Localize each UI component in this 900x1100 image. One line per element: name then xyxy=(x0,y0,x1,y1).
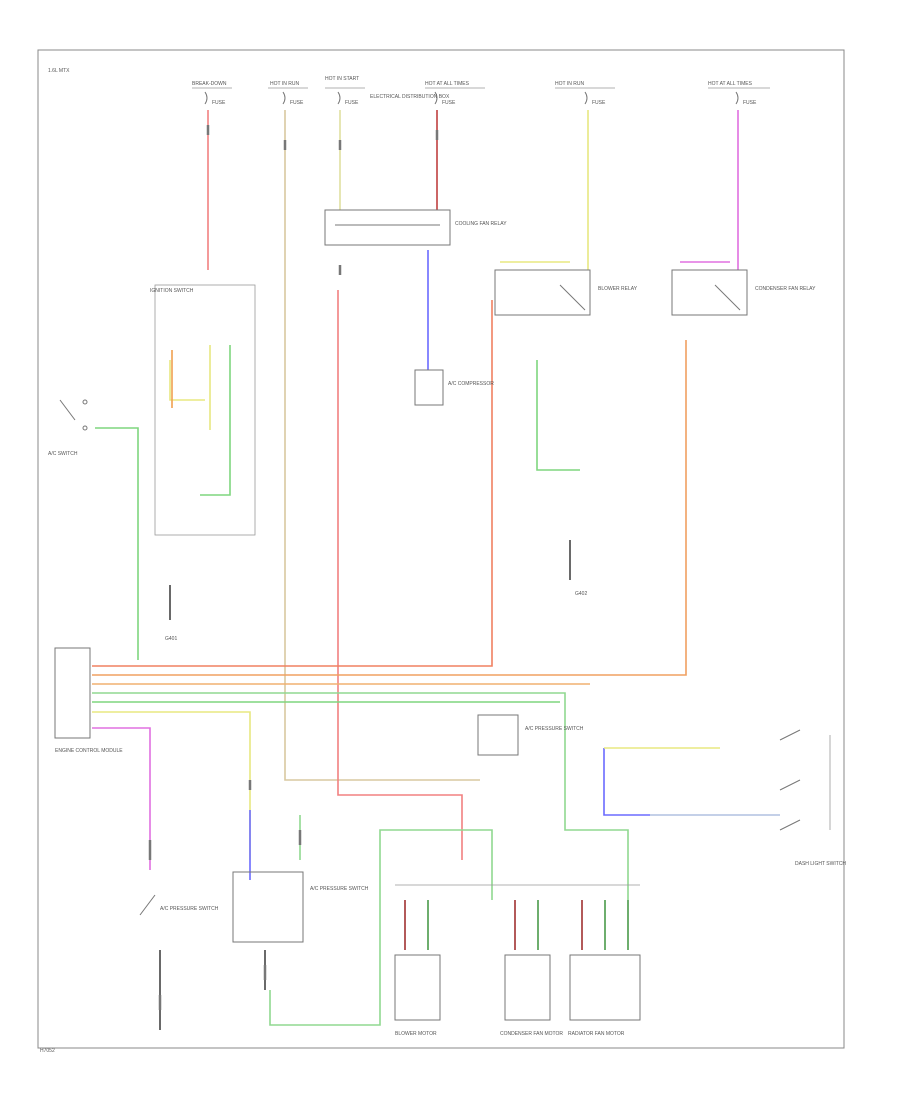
svg-text:HOT IN START: HOT IN START xyxy=(325,76,359,82)
svg-text:IGNITION SWITCH: IGNITION SWITCH xyxy=(150,288,194,294)
wires xyxy=(92,110,780,1030)
fuse-3: FUSE xyxy=(337,91,359,106)
power-labels: BREAK-DOWN HOT IN RUN HOT IN START HOT A… xyxy=(192,76,770,89)
ac-pressure-switch: A/C PRESSURE SWITCH xyxy=(477,714,584,756)
fuse-row: FUSE FUSE FUSE FUSE FUSE FUSE ELECTRICAL… xyxy=(204,91,757,106)
svg-text:HOT AT ALL TIMES: HOT AT ALL TIMES xyxy=(708,81,753,87)
ac-switch: A/C SWITCH xyxy=(48,399,88,457)
svg-text:BREAK-DOWN: BREAK-DOWN xyxy=(192,81,227,87)
wire-red-center xyxy=(337,290,463,860)
svg-text:FUSE: FUSE xyxy=(743,100,757,106)
svg-text:G401: G401 xyxy=(165,636,177,642)
svg-text:CONDENSER FAN MOTOR: CONDENSER FAN MOTOR xyxy=(500,1031,563,1037)
wire-green-bottom xyxy=(269,829,493,1026)
diagram-frame xyxy=(37,49,845,1049)
svg-text:G402: G402 xyxy=(575,591,587,597)
footer-code: H7052 xyxy=(40,1048,55,1054)
wire-orange-2 xyxy=(92,340,687,676)
ignition-switch: IGNITION SWITCH xyxy=(150,284,256,536)
wire-green-acsw xyxy=(95,427,139,660)
engine-control-module: ENGINE CONTROL MODULE xyxy=(54,647,123,754)
ground-labels: G401 G402 xyxy=(165,591,587,642)
svg-text:A/C SWITCH: A/C SWITCH xyxy=(48,451,78,457)
wire-green-relay xyxy=(536,360,580,471)
svg-text:CONDENSER FAN RELAY: CONDENSER FAN RELAY xyxy=(755,286,816,292)
svg-text:HOT IN RUN: HOT IN RUN xyxy=(270,81,299,87)
svg-text:FUSE: FUSE xyxy=(592,100,606,106)
wire-green-h1 xyxy=(92,692,629,900)
pressure-switch-1: A/C PRESSURE SWITCH xyxy=(139,894,219,916)
svg-text:HOT IN RUN: HOT IN RUN xyxy=(555,81,584,87)
svg-text:ENGINE CONTROL MODULE: ENGINE CONTROL MODULE xyxy=(55,748,123,754)
svg-text:A/C PRESSURE SWITCH: A/C PRESSURE SWITCH xyxy=(525,726,584,732)
fuse-1: FUSE xyxy=(204,91,226,106)
svg-text:COOLING FAN RELAY: COOLING FAN RELAY xyxy=(455,221,507,227)
condenser-fan-relay: CONDENSER FAN RELAY xyxy=(671,269,816,316)
cooling-fan-relay: BLOWER RELAY xyxy=(494,269,638,316)
ac-compressor: A/C COMPRESSOR xyxy=(414,369,494,406)
fuse-6: FUSE xyxy=(735,91,757,106)
fuse-2: FUSE xyxy=(282,91,304,106)
motor-row: BLOWER MOTOR CONDENSER FAN MOTOR RADIATO… xyxy=(394,884,641,1037)
svg-text:BLOWER MOTOR: BLOWER MOTOR xyxy=(395,1031,437,1037)
svg-text:A/C PRESSURE SWITCH: A/C PRESSURE SWITCH xyxy=(310,886,369,892)
wire-orange-1 xyxy=(92,300,493,667)
fuse-5: FUSE xyxy=(584,91,606,106)
pressure-switch-2: A/C PRESSURE SWITCH xyxy=(232,871,369,943)
fuse-4: FUSE xyxy=(434,91,456,106)
wire-violet-down xyxy=(92,727,151,870)
condenser-fan-motor xyxy=(504,954,551,1021)
svg-text:A/C COMPRESSOR: A/C COMPRESSOR xyxy=(448,381,494,387)
svg-text:FUSE: FUSE xyxy=(345,100,359,106)
svg-text:FUSE: FUSE xyxy=(212,100,226,106)
svg-text:BLOWER RELAY: BLOWER RELAY xyxy=(598,286,638,292)
blower-motor xyxy=(394,954,441,1021)
corner-label: 1.6L MTX xyxy=(48,68,70,74)
svg-text:ELECTRICAL DISTRIBUTION BOX: ELECTRICAL DISTRIBUTION BOX xyxy=(370,94,450,100)
radiator-fan-motor xyxy=(569,954,641,1021)
svg-text:RADIATOR FAN MOTOR: RADIATOR FAN MOTOR xyxy=(568,1031,625,1037)
svg-text:DASH LIGHT SWITCH: DASH LIGHT SWITCH xyxy=(795,861,846,867)
svg-text:FUSE: FUSE xyxy=(442,100,456,106)
wire-tan-main xyxy=(284,110,480,781)
wire-yellow-h xyxy=(92,711,251,860)
svg-text:FUSE: FUSE xyxy=(290,100,304,106)
svg-text:HOT AT ALL TIMES: HOT AT ALL TIMES xyxy=(425,81,470,87)
dash-light-switch: DASH LIGHT SWITCH xyxy=(779,729,846,867)
distribution-box-relay: COOLING FAN RELAY xyxy=(324,209,507,246)
svg-text:A/C PRESSURE SWITCH: A/C PRESSURE SWITCH xyxy=(160,906,219,912)
connector-ticks xyxy=(148,125,439,1010)
